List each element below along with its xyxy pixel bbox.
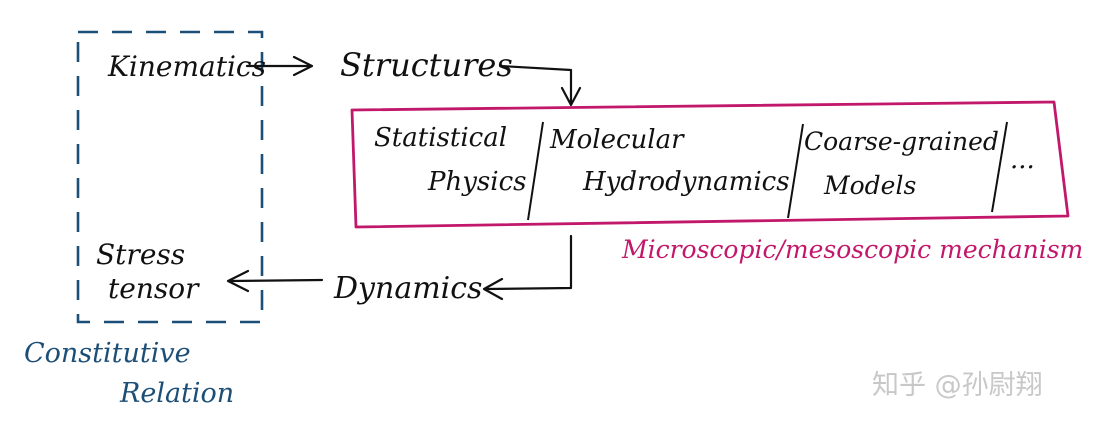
mechanism-box (350, 100, 1070, 229)
cell-1-line1: Statistical (374, 123, 507, 153)
cell-divider-1 (527, 121, 544, 221)
dynamics-label: Dynamics (333, 271, 482, 306)
stress-label-line2: tensor (108, 272, 200, 305)
kinematics-label: Kinematics (107, 50, 266, 83)
cell-4-line1: ... (1010, 145, 1035, 175)
structures-label: Structures (340, 46, 513, 84)
constitutive-caption-line2: Relation (119, 378, 234, 409)
cell-3-line2: Models (823, 171, 916, 200)
cell-divider-3 (991, 121, 1008, 213)
arrow-kinematics-to-structures (245, 55, 314, 77)
cell-3-line1: Coarse-grained (804, 127, 999, 156)
stress-label-line1: Stress (96, 238, 185, 271)
arrow-mechanism-to-dynamics (482, 234, 573, 301)
cell-divider-2 (787, 123, 804, 219)
cell-2-line1: Molecular (549, 125, 685, 155)
arrow-structures-to-mechanism (498, 64, 582, 107)
cell-1-line2: Physics (427, 167, 527, 197)
cell-2-line2: Hydrodynamics (582, 167, 790, 197)
constitutive-caption-line1: Constitutive (24, 338, 191, 369)
watermark: 知乎 @孙尉翔 (872, 370, 1043, 401)
mechanism-caption: Microscopic/mesoscopic mechanism (621, 235, 1083, 264)
arrow-dynamics-to-stress (226, 269, 324, 293)
